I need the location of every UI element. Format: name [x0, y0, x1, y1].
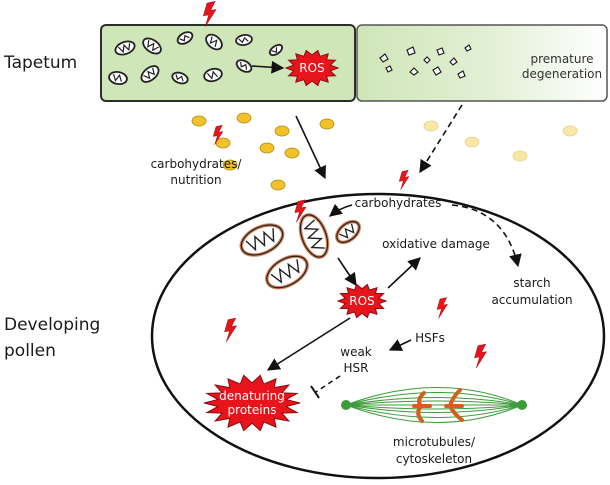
microtubules-label-2: cytoskeleton — [396, 452, 472, 466]
denaturing-label-1: denaturing — [219, 389, 285, 403]
starch-granules — [191, 112, 335, 191]
carb-nutrition-label-1: carbohydrates/ — [151, 157, 243, 171]
tapetum-degenerating-cell — [356, 24, 608, 102]
pollen-mitochondria — [239, 213, 361, 290]
ros-burst-tapetum: ROS — [284, 49, 340, 87]
developing-label-2: pollen — [4, 341, 56, 361]
ros-label-tapetum: ROS — [299, 61, 324, 75]
hsfs-to-hsr-arrow — [388, 339, 412, 351]
denaturing-label-2: proteins — [228, 403, 277, 417]
tapetum-label: Tapetum — [3, 53, 77, 73]
denaturing-proteins-burst: denaturing proteins — [203, 374, 301, 432]
carb-nutrition-label-2: nutrition — [170, 173, 221, 187]
weak-hsr-label-2: HSR — [344, 361, 369, 375]
heat-stress-lightning-icon — [398, 169, 410, 191]
oxidative-damage-label: oxidative damage — [382, 237, 490, 251]
tapetum-mitochondria — [108, 31, 284, 86]
mito-to-ros-pollen-arrow — [337, 257, 357, 287]
tapetum-cell — [100, 24, 356, 102]
ros-to-proteins-arrow — [266, 317, 351, 371]
developing-label-1: Developing — [4, 315, 100, 335]
ros-to-damage-arrow — [387, 257, 421, 289]
pollen-cell — [150, 192, 606, 480]
ros-label-pollen: ROS — [349, 294, 374, 308]
weak-hsr-label-1: weak — [340, 345, 372, 359]
hsfs-label: HSFs — [415, 331, 445, 345]
tapetum-to-pollen-arrow — [295, 115, 326, 180]
faded-granules — [423, 120, 578, 162]
hsr-inhibition-line — [315, 375, 341, 393]
carb-to-mito-arrow — [329, 203, 353, 217]
mito-to-ros-arrow — [251, 60, 285, 74]
carb-to-starch-arrow — [451, 204, 522, 268]
hsr-inhibition-bar — [310, 385, 320, 399]
degenerated-fragments — [379, 44, 472, 79]
spindle-icon — [341, 387, 527, 423]
heat-stress-lightning-icon — [203, 1, 217, 27]
degeneration-to-pollen-arrow — [419, 104, 463, 174]
premature-label-2: degeneration — [522, 67, 602, 81]
starch-label-2: accumulation — [491, 293, 572, 307]
premature-label-1: premature — [530, 52, 593, 66]
ros-burst-pollen: ROS — [336, 283, 388, 319]
microtubules-label-1: microtubules/ — [393, 435, 476, 449]
starch-label-1: starch — [513, 276, 550, 290]
chromosome-icon — [412, 388, 464, 423]
carbohydrates-label: carbohydrates — [355, 196, 442, 210]
